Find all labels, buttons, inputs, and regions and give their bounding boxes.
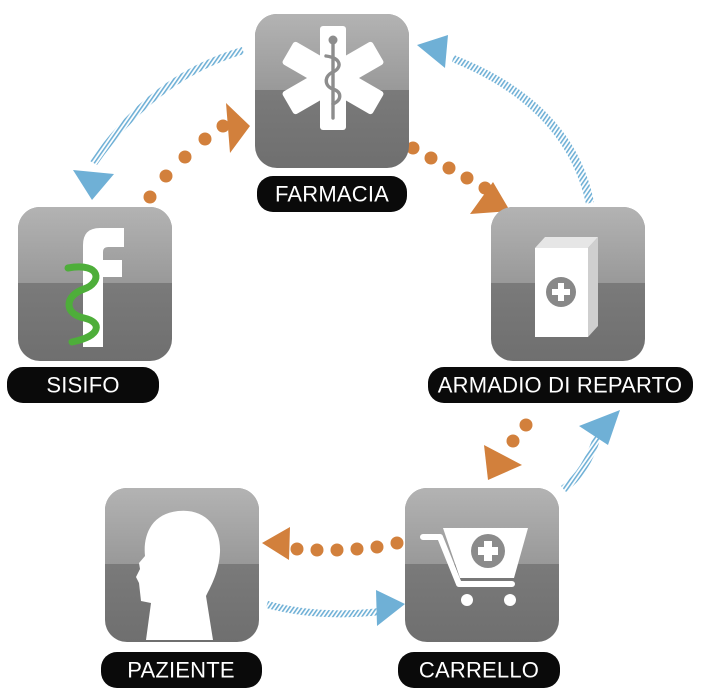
edge-sisifo-to-farmacia bbox=[143, 103, 250, 204]
arrowhead bbox=[226, 103, 250, 153]
medicine-box-icon bbox=[535, 237, 598, 337]
edge-armadio-to-carrello bbox=[484, 418, 533, 480]
paziente-label: PAZIENTE bbox=[127, 658, 235, 683]
edge-carrello-to-paziente bbox=[262, 527, 404, 560]
arrowhead bbox=[484, 445, 522, 480]
carrello-label: CARRELLO bbox=[419, 658, 539, 683]
arrowhead bbox=[417, 35, 448, 68]
node-sisifo: SISIFO bbox=[7, 207, 172, 403]
connectors bbox=[73, 35, 620, 626]
arrowhead bbox=[470, 182, 510, 214]
farmacia-label-pill: FARMACIA bbox=[257, 176, 407, 212]
edge-farmacia-to-sisifo bbox=[73, 47, 244, 200]
node-armadio: ARMADIO DI REPARTO bbox=[428, 207, 693, 403]
sisifo-label-pill: SISIFO bbox=[7, 367, 159, 403]
edge-farmacia-to-armadio bbox=[406, 141, 510, 214]
star-of-life-icon bbox=[282, 26, 384, 130]
arrowhead bbox=[73, 170, 114, 200]
node-paziente: PAZIENTE bbox=[101, 488, 262, 688]
sisifo-logo-icon bbox=[64, 228, 124, 347]
arrowhead bbox=[579, 410, 620, 445]
patient-head-icon bbox=[136, 510, 221, 640]
edge-carrello-to-armadio bbox=[561, 410, 620, 492]
armadio-label-pill: ARMADIO DI REPARTO bbox=[428, 367, 693, 403]
paziente-label-pill: PAZIENTE bbox=[101, 652, 262, 688]
sisifo-label: SISIFO bbox=[46, 373, 119, 398]
edge-paziente-to-carrello bbox=[266, 590, 405, 626]
farmacia-label: FARMACIA bbox=[275, 182, 389, 207]
medical-cart-icon bbox=[420, 528, 528, 606]
armadio-label: ARMADIO DI REPARTO bbox=[438, 373, 682, 398]
carrello-label-pill: CARRELLO bbox=[398, 652, 560, 688]
arrowhead bbox=[262, 527, 290, 560]
edge-armadio-to-farmacia bbox=[417, 35, 594, 204]
arrowhead bbox=[376, 590, 405, 626]
node-carrello: CARRELLO bbox=[398, 488, 560, 688]
node-farmacia: FARMACIA bbox=[255, 14, 409, 212]
